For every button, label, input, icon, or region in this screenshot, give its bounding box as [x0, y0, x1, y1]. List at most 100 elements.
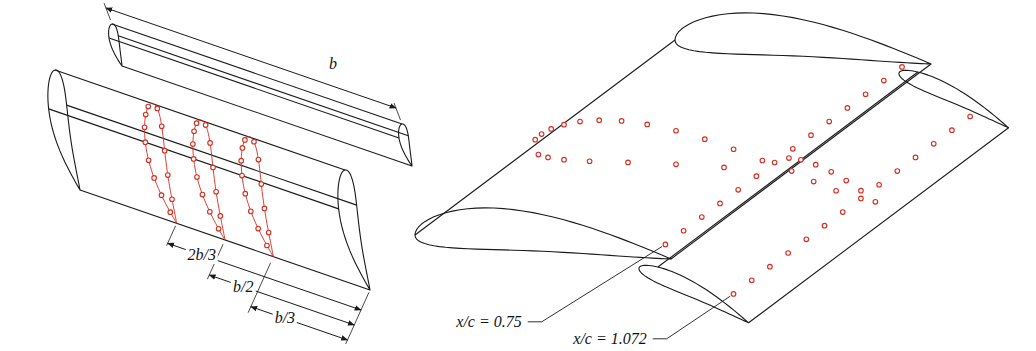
pressure-tap: [877, 182, 882, 187]
label-text: b/3: [273, 309, 297, 327]
pressure-tap: [208, 141, 213, 146]
pressure-tap: [931, 142, 936, 147]
extension-line: [167, 226, 176, 246]
flap-edge: [749, 128, 1009, 323]
pressure-tap: [243, 191, 248, 196]
pressure-tap: [787, 156, 792, 161]
span-dimension: b: [327, 55, 339, 73]
pressure-tap: [142, 125, 147, 130]
pressure-tap: [681, 228, 686, 233]
pressure-tap: [754, 174, 759, 179]
pressure-tap: [811, 179, 816, 184]
pressure-tap: [786, 251, 791, 256]
pressure-tap: [216, 227, 221, 232]
pressure-tap: [873, 199, 878, 204]
pressure-tap: [200, 192, 205, 197]
tap-section: [145, 103, 177, 223]
pressure-tap: [845, 106, 850, 111]
pressure-tap: [562, 122, 567, 127]
pressure-tap: [718, 201, 723, 206]
span-model: [48, 3, 412, 344]
dimension-label: 2b/3: [185, 246, 217, 264]
dimension-label: b/2: [231, 278, 255, 296]
tap-row-label: x/c = 1.072: [571, 330, 648, 348]
label-text: x/c = 0.75: [454, 313, 523, 331]
pressure-tap: [162, 148, 167, 153]
pressure-tap: [736, 188, 741, 193]
label-text: 2b/3: [185, 246, 217, 264]
pressure-tap: [191, 157, 196, 162]
pressure-tap: [760, 158, 765, 163]
pressure-tap: [536, 152, 541, 157]
pressure-tap: [749, 278, 754, 283]
pressure-tap: [259, 182, 264, 187]
pressure-tap: [152, 176, 157, 181]
pressure-tap: [218, 214, 223, 219]
tap-section: [193, 120, 225, 240]
pressure-tap: [859, 196, 864, 201]
pressure-tap: [578, 119, 583, 124]
pressure-tap: [626, 160, 631, 165]
pressure-tap: [549, 127, 554, 132]
pressure-tap: [533, 137, 538, 142]
pressure-tap: [195, 175, 200, 180]
label-text: b: [327, 55, 339, 73]
pressure-tap: [731, 292, 736, 297]
span-edge: [118, 36, 408, 136]
pressure-tap: [768, 264, 773, 269]
extension-line: [394, 103, 401, 120]
pressure-tap: [772, 160, 777, 165]
main-profile: [675, 13, 931, 64]
pressure-tap: [539, 132, 544, 137]
pressure-tap: [243, 138, 248, 143]
pressure-tap: [822, 223, 827, 228]
pressure-tap: [674, 128, 679, 133]
dimension-label: b/3: [273, 309, 297, 327]
pressure-tap: [913, 155, 918, 160]
leader-line: [528, 247, 662, 322]
pressure-tap: [192, 129, 197, 134]
label-text: b/2: [231, 278, 255, 296]
pressure-tap: [968, 114, 973, 119]
pressure-tap: [587, 159, 592, 164]
pressure-tap: [799, 158, 804, 163]
flap-edge: [658, 72, 918, 267]
pressure-tap: [146, 104, 151, 109]
pressure-tap: [840, 210, 845, 215]
pressure-tap: [813, 162, 818, 167]
pressure-tap: [155, 106, 160, 111]
pressure-tap: [214, 189, 219, 194]
two-element-wing: [415, 13, 1009, 323]
pressure-tap: [722, 165, 727, 170]
pressure-tap: [546, 155, 551, 160]
pressure-tap: [211, 165, 216, 170]
dimension-arrow: [251, 307, 348, 340]
pressure-tap: [170, 197, 175, 202]
pressure-tap: [882, 78, 887, 83]
pressure-tap: [203, 123, 208, 128]
pressure-tap: [731, 147, 736, 152]
end-profile: [338, 170, 370, 290]
pressure-tap: [239, 158, 244, 163]
main-edge: [671, 64, 931, 259]
pressure-tap: [265, 243, 270, 248]
pressure-tap: [252, 139, 257, 144]
pressure-tap: [168, 210, 173, 215]
pressure-tap: [256, 226, 261, 231]
flap-profile: [899, 70, 1009, 127]
pressure-tap: [863, 92, 868, 97]
pressure-tap: [240, 146, 245, 151]
pressure-tap: [143, 140, 148, 145]
main-profile: [415, 208, 671, 259]
pressure-tap: [809, 133, 814, 138]
flap-profile: [639, 265, 749, 322]
pressure-tap: [859, 188, 864, 193]
pressure-tap: [619, 119, 624, 124]
pressure-tap: [674, 162, 679, 167]
pressure-tap: [262, 206, 267, 211]
pressure-tap: [950, 128, 955, 133]
end-profile: [109, 24, 122, 66]
pressure-tap: [703, 137, 708, 142]
pressure-tap: [829, 169, 834, 174]
pressure-tap: [143, 112, 148, 117]
